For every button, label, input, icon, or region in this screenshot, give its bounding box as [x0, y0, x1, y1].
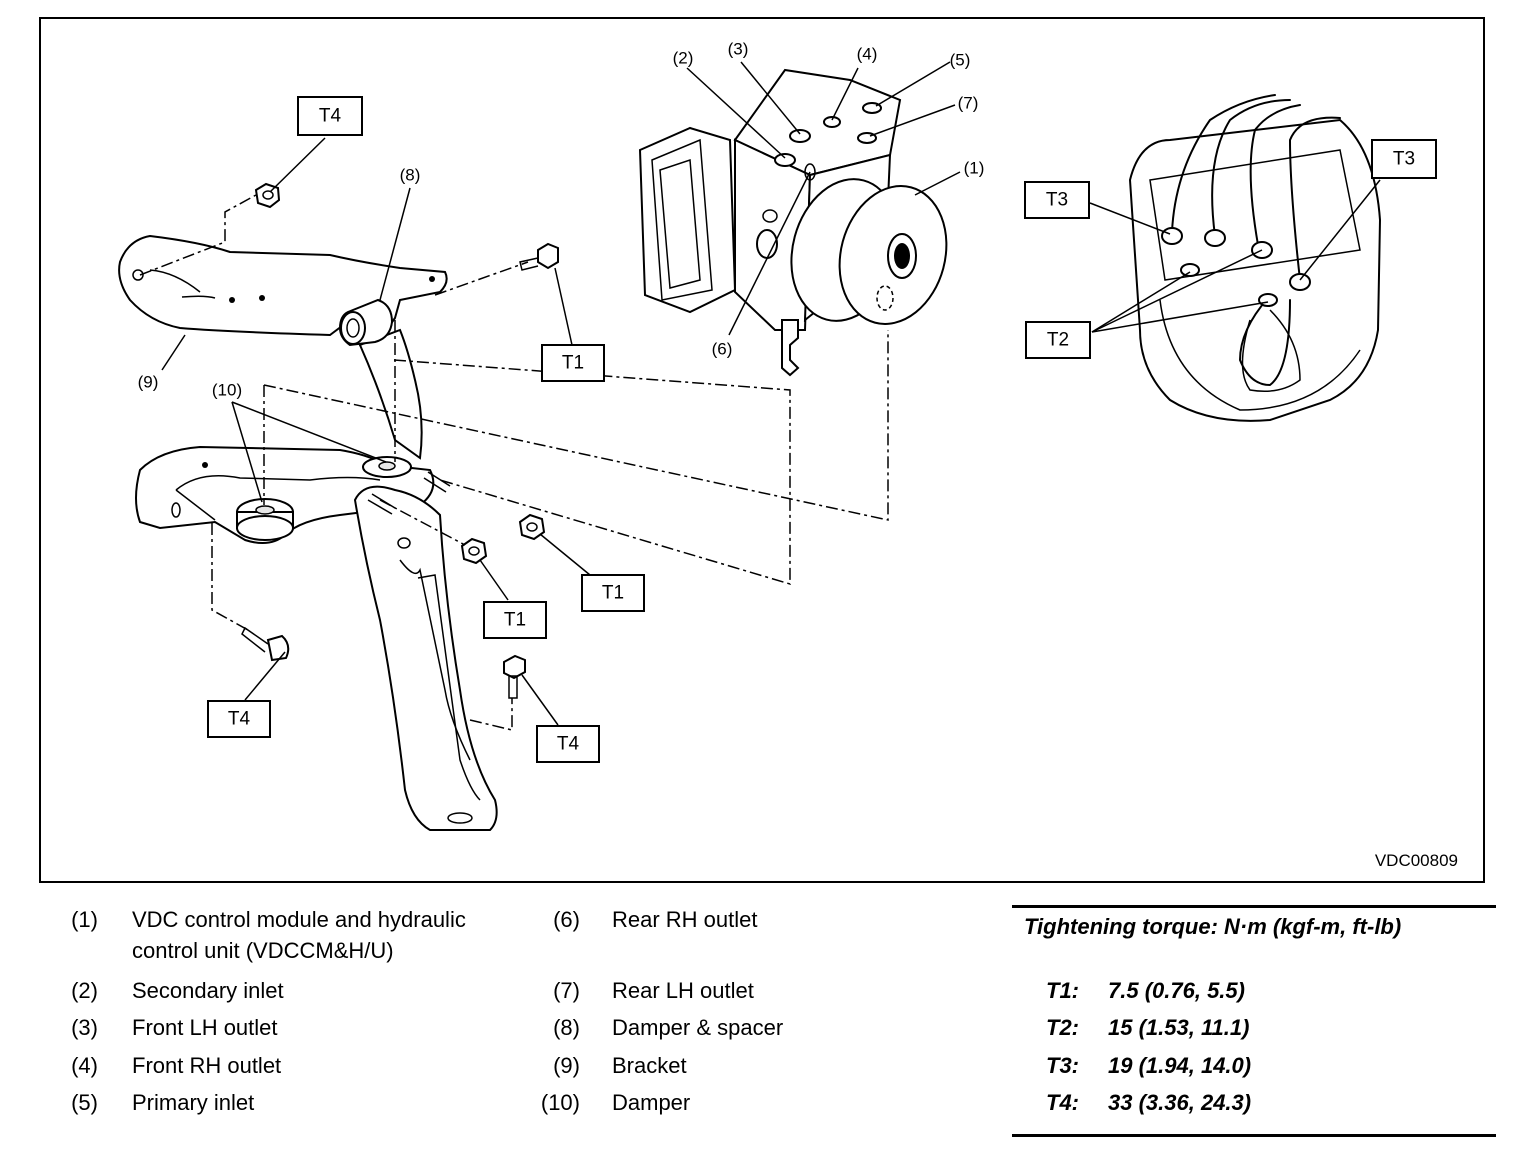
svg-text:T3: T3	[1046, 190, 1068, 211]
bracket	[118, 234, 448, 460]
lower-mount	[135, 445, 498, 831]
legend-number: (5)	[71, 1090, 98, 1115]
callout-4: (4)	[857, 45, 878, 64]
pipe-inset	[1128, 94, 1382, 422]
legend-number: (7)	[553, 978, 580, 1003]
svg-text:T4: T4	[228, 709, 251, 730]
legend-text: Bracket	[612, 1053, 687, 1078]
torque-title: Tightening torque: N·m (kgf-m, ft-lb)	[1024, 914, 1402, 939]
legend-text: Front RH outlet	[132, 1053, 282, 1078]
callout-9: (9)	[138, 373, 159, 392]
torque-row-t1: T1:7.5 (0.76, 5.5)	[1046, 978, 1245, 1003]
torque-row-t3: T3:19 (1.94, 14.0)	[1046, 1053, 1252, 1078]
legend-number: (10)	[540, 1090, 580, 1115]
legend-number: (2)	[71, 978, 98, 1003]
svg-text:T3: T3	[1393, 149, 1415, 170]
leader-lines	[161, 61, 1381, 726]
svg-text:T1: T1	[602, 583, 624, 604]
callout-2: (2)	[673, 49, 694, 68]
damper-spacer	[338, 298, 394, 347]
torque-box-t1-nut-left: T1	[483, 601, 547, 639]
legend-number: (8)	[553, 1015, 580, 1040]
figure-code: VDC00809	[1375, 851, 1458, 870]
legend-text: Damper	[612, 1090, 691, 1115]
legend-text: Rear RH outlet	[612, 907, 758, 932]
legend-text: Damper & spacer	[612, 1015, 784, 1040]
svg-text:T1: T1	[562, 353, 584, 374]
torque-row-t4: T4:33 (3.36, 24.3)	[1046, 1090, 1252, 1115]
svg-text:T1: T1	[504, 610, 526, 631]
svg-text:T4: T4	[319, 106, 342, 127]
torque-specification-table: Tightening torque: N·m (kgf-m, ft-lb) T1…	[1012, 905, 1496, 1137]
assembly-lines	[139, 194, 889, 731]
svg-text:T2: T2	[1047, 330, 1069, 351]
callout-8: (8)	[400, 166, 421, 185]
legend-text: control unit (VDCCM&H/U)	[132, 938, 394, 963]
callout-1: (1)	[964, 159, 985, 178]
torque-row-t2: T2:15 (1.53, 11.1)	[1046, 1015, 1250, 1040]
torque-box-t3-left: T3	[1024, 181, 1090, 219]
diagram-frame	[39, 17, 1485, 883]
legend-number: (3)	[71, 1015, 98, 1040]
legend-text: Primary inlet	[132, 1090, 255, 1115]
legend-text: VDC control module and hydraulic	[132, 907, 466, 932]
callout-6: (6)	[712, 340, 733, 359]
callout-6-7-label: (7)	[958, 94, 979, 113]
legend-number: (6)	[553, 907, 580, 932]
legend-text: Rear LH outlet	[612, 978, 754, 1003]
legend-number: (4)	[71, 1053, 98, 1078]
legend-text: Front LH outlet	[132, 1015, 278, 1040]
svg-text:T4: T4	[557, 734, 580, 755]
fasteners	[241, 182, 559, 699]
torque-box-t4-bottom-left: T4	[207, 700, 271, 738]
torque-box-t1-bolt: T1	[541, 344, 605, 382]
legend-number: (9)	[553, 1053, 580, 1078]
callout-5: (5)	[950, 51, 971, 70]
legend-number: (1)	[71, 907, 98, 932]
torque-box-t4-bottom-mid: T4	[536, 725, 600, 763]
torque-box-t1-nut-right: T1	[581, 574, 645, 612]
torque-box-t2: T2	[1025, 321, 1091, 359]
callout-3: (3)	[728, 40, 749, 59]
vdc-unit	[638, 68, 948, 377]
legend-text: Secondary inlet	[132, 978, 284, 1003]
torque-box-t4-top: T4	[297, 96, 363, 136]
callout-10: (10)	[212, 381, 242, 400]
torque-box-t3-right: T3	[1371, 139, 1437, 179]
